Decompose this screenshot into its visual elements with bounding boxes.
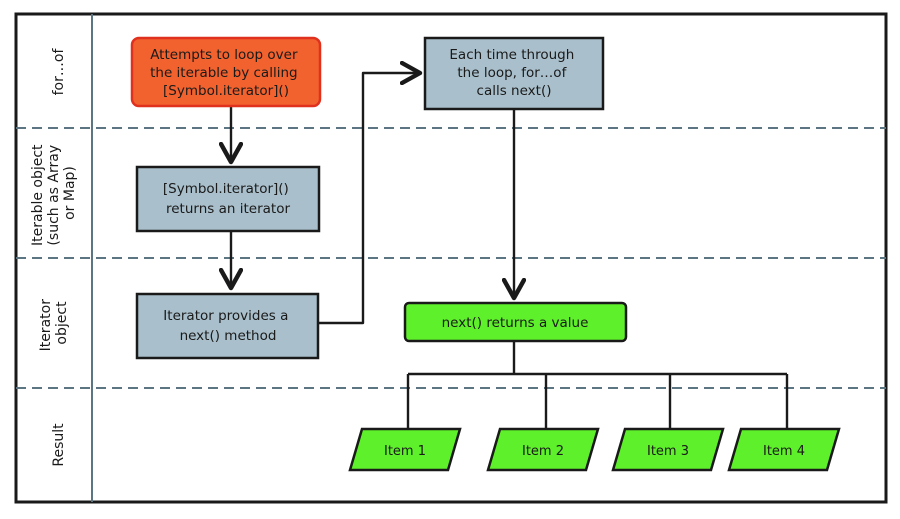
svg-text:Each time through the lo: Each time through the loop, for…of calls… — [449, 47, 578, 99]
symbol-iterator-line: returns an iterator — [166, 201, 290, 217]
arrow-iterator-to-each-time — [318, 73, 420, 325]
lane-label-line: Result — [51, 423, 67, 467]
each-time-box: Each time through the loop, for…of calls… — [423, 36, 605, 111]
lane-label-line: for…of — [51, 48, 67, 96]
lane-label-iterator-object: Iterator object — [38, 295, 70, 352]
svg-text:Attempts to loop over th: Attempts to loop over the iterable by ca… — [150, 47, 302, 99]
result-item-1: Item 1 — [348, 427, 462, 472]
result-item-label: Item 4 — [763, 444, 805, 459]
lane-label-line: Iterable object — [30, 144, 46, 246]
lane-label-line: or Map) — [62, 166, 78, 220]
symbol-iterator-line: [Symbol.iterator]() — [163, 181, 289, 197]
iterator-provides-box: Iterator provides a next() method — [135, 292, 320, 360]
lane-label-line: (such as Array — [46, 145, 62, 246]
lane-label-line: Iterator — [38, 299, 54, 352]
svg-text:[Symbol.iterator]() retu: [Symbol.iterator]() returns an iterator — [163, 181, 293, 217]
each-time-line: the loop, for…of — [457, 65, 567, 81]
lane-label-result: Result — [51, 423, 67, 467]
iterator-provides-line: Iterator provides a — [163, 308, 288, 324]
lane-label-line: object — [54, 301, 70, 345]
each-time-line: Each time through — [449, 47, 574, 63]
result-item-3: Item 3 — [611, 427, 725, 472]
result-item-label: Item 1 — [384, 444, 426, 459]
result-item-label: Item 2 — [522, 444, 564, 459]
lane-label-for-of: for…of — [51, 48, 67, 96]
each-time-line: calls next() — [477, 83, 552, 99]
loop-start-box: Attempts to loop over the iterable by ca… — [130, 36, 322, 108]
next-returns-box: next() returns a value — [403, 301, 628, 343]
result-item-label: Item 3 — [647, 444, 689, 459]
next-returns-label: next() returns a value — [442, 315, 589, 331]
iterator-provides-line: next() method — [180, 328, 277, 344]
loop-start-line: [Symbol.iterator]() — [163, 83, 289, 99]
lane-label-iterable-object: Iterable object (such as Array or Map) — [30, 140, 78, 246]
result-item-4: Item 4 — [727, 427, 841, 472]
symbol-iterator-box: [Symbol.iterator]() returns an iterator — [135, 165, 321, 233]
loop-start-line: the iterable by calling — [150, 65, 297, 81]
svg-text:Iterator provides a next: Iterator provides a next() method — [163, 308, 292, 344]
loop-start-line: Attempts to loop over — [150, 47, 298, 63]
result-item-2: Item 2 — [486, 427, 600, 472]
